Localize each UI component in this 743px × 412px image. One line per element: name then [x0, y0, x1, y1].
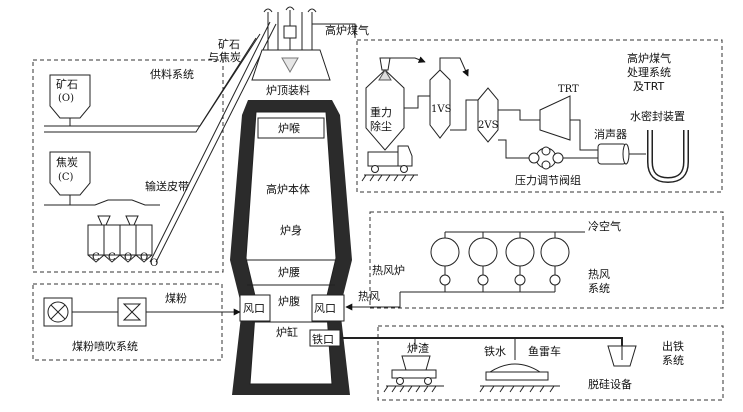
ore-bin: 矿石 (O): [49, 74, 91, 126]
coal-injection-system: 煤粉 煤粉喷吹系统: [32, 283, 241, 361]
bin-letter: O: [124, 252, 132, 263]
top-charging-label: 炉顶装料: [266, 83, 310, 97]
tuyere-right: [311, 294, 345, 322]
tapping-system-label-1: 出铁: [662, 339, 684, 353]
venturi-1vs: 1VS: [429, 69, 452, 139]
torpedo-car: [479, 363, 560, 393]
valve-group-label: 压力调节阀组: [515, 173, 581, 187]
iron-label: 铁水: [484, 345, 506, 358]
coal-system-frame: [32, 283, 223, 361]
venturi-1vs-label: 1VS: [431, 104, 452, 115]
throat-label: 炉喉: [278, 122, 300, 135]
ore-coke-label-1: 矿石: [218, 38, 240, 51]
hot-blast-system-label-2: 系统: [588, 282, 610, 295]
bin-letter: C: [92, 252, 100, 263]
throat-zone: [257, 117, 325, 139]
iron-runner: [340, 337, 623, 346]
supply-system: 供料系统 矿石 (O) 焦炭 (C) 输送皮带: [32, 21, 277, 273]
coke-bin: 焦炭 (C): [49, 151, 91, 205]
tapping-system-label-2: 系统: [662, 354, 684, 367]
hot-blast-stove: [430, 232, 460, 292]
water-seal: 水密封装置: [630, 109, 689, 184]
coke-belt: [44, 199, 160, 206]
hearth-label: 炉缸: [276, 325, 298, 339]
hot-air-label: 热风: [358, 290, 380, 303]
gas-system-title-3: 及TRT: [633, 80, 665, 93]
top-gas-pipe: [312, 23, 356, 38]
tuyere-left-label: 风口: [243, 302, 265, 315]
gas-treatment-system: 高炉煤气 处理系统 及TRT 重力 除尘 1VS: [356, 39, 723, 193]
ore-bin-label: 矿石: [56, 78, 78, 91]
supply-system-frame: [32, 59, 224, 273]
main-conveyor-lower: [155, 23, 277, 263]
slag-car: [383, 355, 444, 393]
coke-bin-label: 焦炭: [56, 156, 78, 169]
gravity-dust-catcher: 重力 除尘: [365, 57, 405, 151]
coal-injector: [117, 297, 147, 327]
hot-blast-stove: [468, 232, 498, 292]
coal-system-label: 煤粉喷吹系统: [72, 340, 138, 353]
desilicon-label: 脱硅设备: [588, 377, 632, 391]
coke-bin-code: (C): [58, 172, 74, 183]
coal-grinder: [43, 297, 73, 327]
hot-blast-stove: [505, 232, 535, 292]
waist-label: 炉腰: [278, 266, 300, 279]
bin-letter: C: [108, 252, 116, 263]
ore-belt-lower: [44, 37, 257, 133]
venturi-2vs-label: 2VS: [478, 120, 499, 131]
silencer: 消声器: [594, 127, 630, 165]
top-gas-label: 高炉煤气: [325, 23, 369, 37]
dust-truck: [361, 145, 418, 182]
weigh-hoppers: C C O O O: [87, 215, 158, 269]
furnace-body-label: 高炉本体: [266, 182, 310, 196]
gas-system-title-1: 高炉煤气: [627, 51, 671, 65]
water-seal-label: 水密封装置: [630, 109, 685, 123]
taphole-label: 铁口: [312, 333, 334, 346]
slag-label: 炉渣: [407, 341, 429, 355]
bin-letter-tail: O: [150, 258, 158, 269]
bin-letter: O: [140, 252, 148, 263]
hot-blast-system-label-1: 热风: [588, 268, 610, 281]
trt-label: TRT: [558, 84, 579, 95]
stove-label: 热风炉: [372, 264, 405, 277]
desilicon-equipment: [607, 345, 637, 367]
tuyere-right-label: 风口: [314, 302, 336, 315]
pressure-valve-group: 压力调节阀组: [515, 146, 581, 187]
tapping-system: 炉渣 铁水 鱼雷车 脱硅设备 出铁 系统: [340, 325, 724, 401]
hot-blast-system: 冷空气: [345, 211, 724, 311]
gas-system-frame: [356, 39, 723, 193]
furnace-top: 炉顶装料: [251, 6, 331, 97]
cold-air-label: 冷空气: [588, 219, 621, 233]
supply-system-title: 供料系统: [150, 67, 194, 81]
blast-furnace: 炉顶装料 高炉煤气 炉喉 高炉本体 炉身 炉腰 风口 炉腹 风口 炉缸 铁口: [230, 6, 369, 395]
hot-blast-frame: [369, 211, 724, 309]
shaft-label: 炉身: [280, 223, 302, 237]
trt-turbine: TRT: [539, 84, 579, 141]
torpedo-label: 鱼雷车: [528, 344, 561, 358]
main-conveyor: [149, 21, 271, 263]
hot-blast-stove: [540, 232, 570, 292]
ore-coke-label-2: 与焦炭: [208, 51, 241, 64]
ore-bin-code: (O): [58, 93, 74, 104]
dust-catcher-label-1: 重力: [370, 105, 392, 119]
venturi-2vs: 2VS: [477, 87, 499, 143]
dust-catcher-label-2: 除尘: [370, 119, 392, 133]
tapping-frame: [377, 325, 724, 401]
bosh-label: 炉腹: [278, 294, 300, 308]
hot-air-pipe: [345, 292, 401, 311]
tuyere-left: [239, 294, 271, 322]
belt-label: 输送皮带: [145, 179, 189, 193]
silencer-label: 消声器: [594, 127, 627, 141]
gas-system-title-2: 处理系统: [627, 66, 671, 79]
coal-powder-label: 煤粉: [165, 292, 187, 305]
